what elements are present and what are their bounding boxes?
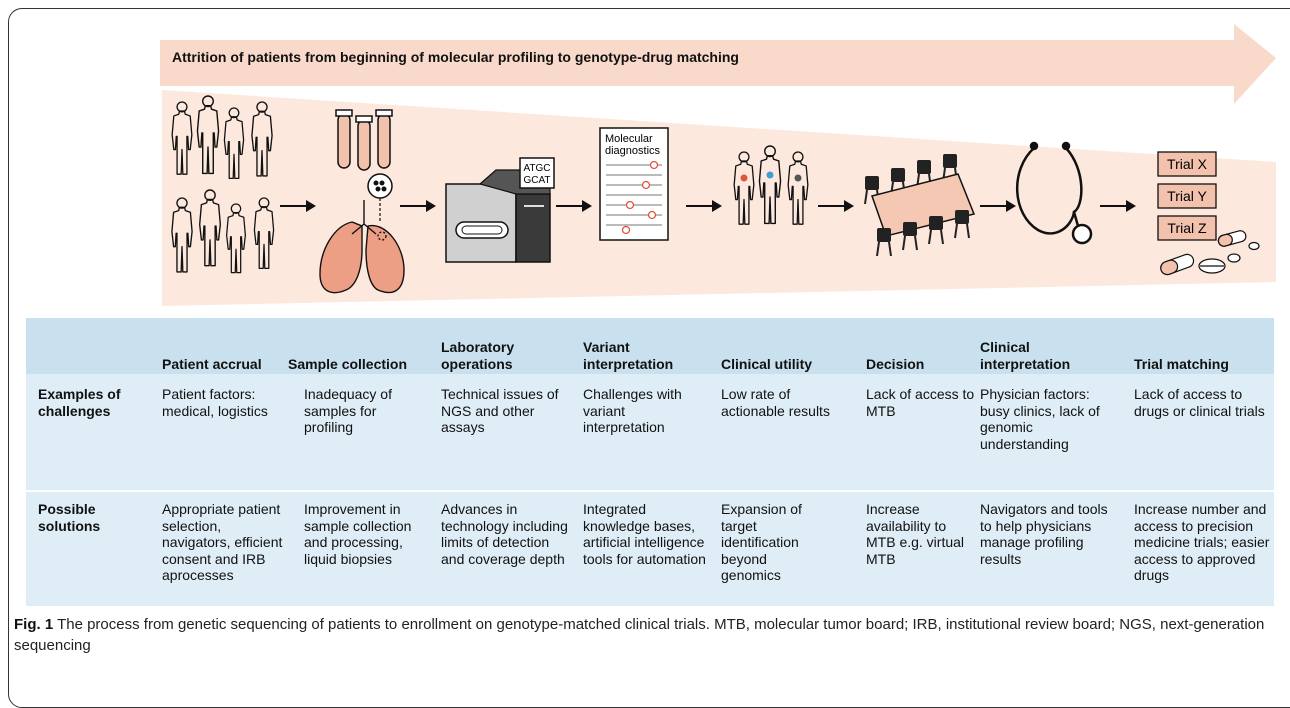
figure-caption: Fig. 1 The process from genetic sequenci… [14,614,1274,656]
row-label-solutions: Possible solutions [38,501,101,534]
tumor-marker-red [740,174,748,182]
arrow-title: Attrition of patients from beginning of … [172,49,739,65]
col-header-sample-collection: Sample collection [288,356,408,372]
solution-cell: Integrated knowledge bases, artificial i… [583,501,706,567]
challenge-cell: Low rate of actionable results [721,386,830,419]
attrition-arrow [160,24,1276,104]
col-header-variant-interpretation: Variant interpretation [583,339,674,372]
attrition-arrow-shape [160,24,1276,104]
stethoscope-icon [1015,141,1093,245]
caption-label: Fig. 1 [14,616,54,633]
test-tubes-icon [335,109,393,171]
challenge-cell: Patient factors: medical, logistics [162,386,268,419]
col-header-clinical-interpretation: Clinical interpretation [980,339,1071,372]
challenge-cell: Challenges with variant interpretation [583,386,682,435]
col-header-laboratory-operations: Laboratory operations [441,339,515,372]
col-header-trial-matching: Trial matching [1134,356,1229,372]
challenge-cell: Lack of access to drugs or clinical tria… [1134,386,1265,419]
sequencer-text-2: GCAT [523,175,550,186]
challenge-cell: Physician factors: busy clinics, lack of… [980,386,1100,452]
table-header-bg [26,318,1274,374]
trial-z-label: Trial Z [1167,220,1207,236]
attrition-wedge [162,90,1276,306]
solution-cell: Advances in technology including limits … [441,501,568,567]
sequencer-icon: ATGC GCAT [445,157,555,263]
caption-text: The process from genetic sequencing of p… [14,616,1265,654]
trial-boxes: Trial X Trial Y Trial Z [1157,151,1217,241]
tumor-marker-gray [794,174,802,182]
row-label-challenges: Examples of challenges [38,386,121,419]
report-document-icon: Molecular diagnostics [599,127,669,241]
solution-cell: Appropriate patient selection, navigator… [162,501,283,583]
tumor-marker-blue [766,171,774,179]
tissue-sample-icon [367,173,393,222]
report-title-2: diagnostics [605,145,661,157]
solution-cell: Increase availability to MTB e.g. virtua… [866,501,965,567]
trial-x-label: Trial X [1167,156,1208,172]
solution-cell: Navigators and tools to help physicians … [980,501,1108,567]
col-header-decision: Decision [866,356,925,372]
table-row-divider [26,490,1274,492]
challenge-cell: Technical issues of NGS and other assays [441,386,559,435]
workflow-illustration: ATGC GCAT Molecular diagnostics [162,90,1276,306]
table-row2-bg [26,492,1274,606]
col-header-clinical-utility: Clinical utility [721,356,813,372]
trial-y-label: Trial Y [1167,188,1207,204]
lungs-icon [319,200,405,294]
report-title-1: Molecular [605,133,653,145]
col-header-patient-accrual: Patient accrual [162,356,262,372]
solution-cell: Expansion of target identification beyon… [721,501,802,583]
pills-icon [1160,230,1260,276]
solution-cell: Improvement in sample collection and pro… [304,501,412,567]
table-row1-bg [26,374,1274,490]
challenges-solutions-table: Patient accrual Sample collection Labora… [26,318,1274,606]
solution-cell: Increase number and access to precision … [1134,501,1270,583]
tumor-board-table-icon [864,153,976,257]
sequencer-text-1: ATGC [523,163,550,174]
challenge-cell: Inadequacy of samples for profiling [304,386,392,435]
challenge-cell: Lack of access to MTB [866,386,975,419]
